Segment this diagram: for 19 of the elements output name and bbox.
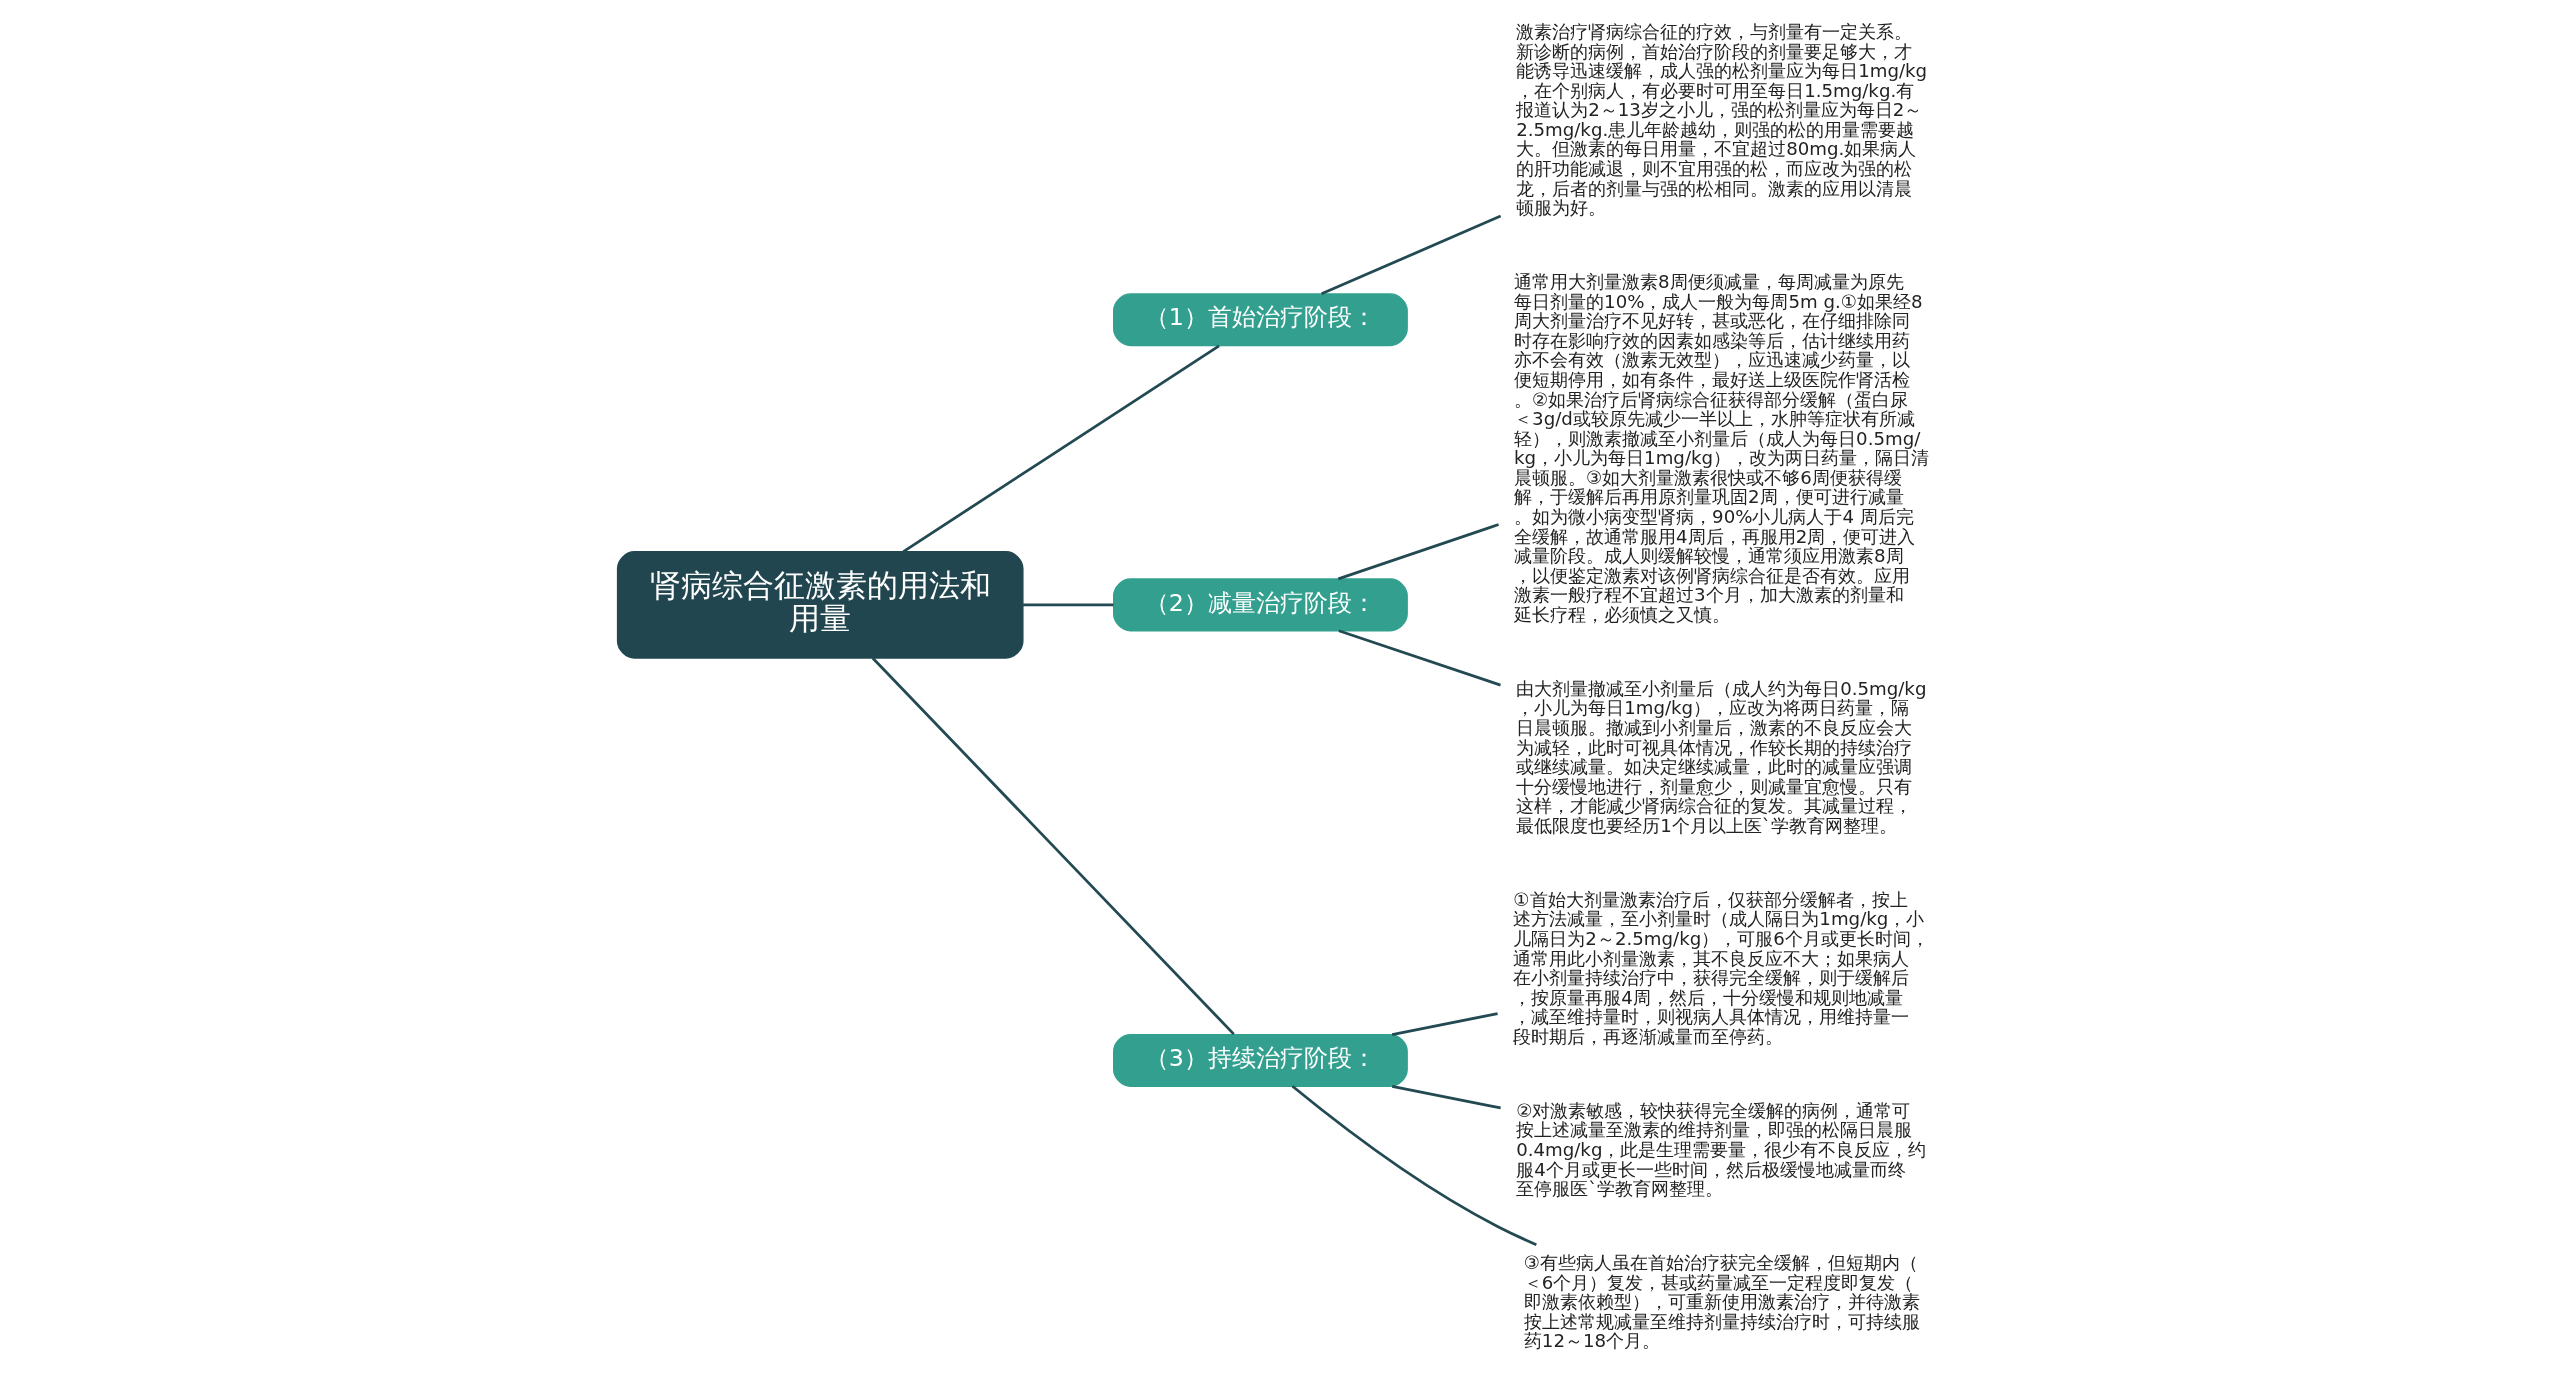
node-text: ②对激素敏感，较快获得完全缓解的病例，通常可按上述减量至激素的维持剂量，即强的松隔日晨服0.4mg/kg，此是生理需要量，很少有不良反应，约服4个月或更长一些时间，然后极缓慢地减量而终至停服医`学教育网整理。 — [1516, 1099, 1927, 1200]
connector — [1291, 1085, 1537, 1246]
node-text: ①首始大剂量激素治疗后，仅获部分缓解者，按上述方法减量，至小剂量时（成人隔日为1mg/kg，小儿隔日为2～2.5mg/kg），可服6个月或更长时间，通常用此小剂量激素，其不良反应不大；如果病人在小剂量持续治疗中，获得完全缓解，则于缓解后，按原量再服4周，然后，十分缓慢和规则地减量，减至维持量时，则视病人具体情况，用维持量一段时期后，再逐渐减量而至停药。 — [1513, 888, 1929, 1047]
connector — [1391, 1084, 1501, 1110]
connector — [1321, 214, 1502, 296]
connector — [1391, 1012, 1498, 1036]
connector — [902, 344, 1220, 553]
node-box: （1）首始治疗阶段： — [1113, 293, 1408, 347]
node-box: 肾病综合征激素的用法和用量 — [616, 551, 1024, 659]
node-text: 激素治疗肾病综合征的疗效，与剂量有一定关系。新诊断的病例，首始治疗阶段的剂量要足够大，才能诱导迅速缓解，成人强的松剂量应为每日1mg/kg，在个别病人，有必要时可用至每日1.5mg/kg.有报道认为2～13岁之小儿，强的松剂量应为每日2～2.5mg/kg.患儿年龄越幼，则强的松的用量需要越大。但激素的每日用量，不宜超过80mg.如果病人的肝功能减退，则不宜用强的松，而应改为强的松龙，后者的剂量与强的松相同。激素的应用以清晨顿服为好。 — [1516, 21, 1928, 219]
node-text: 通常用大剂量激素8周便须减量，每周减量为原先每日剂量的10%，成人一般为每周5m g.①如果经8周大剂量治疗不见好转，甚或恶化，在仔细排除同时存在影响疗效的因素如感染等后，估计继续用药亦不会有效（激素无效型），应迅速减少药量，以便短期停用，如有条件，最好送上级医院作肾活检。②如果治疗后肾病综合征获得部分缓解（蛋白尿＜3g/d或较原先减少一半以上，水肿等症状有所减轻），则激素撤减至小剂量后（成人为每日0.5mg/kg，小儿为每日1mg/kg），改为两日药量，隔日清晨顿服。③如大剂量激素很快或不够6周便获得缓解，于缓解后再用原剂量巩固2周，便可进行减量。如为微小病变型肾病，90%小儿病人于4 周后完全缓解，故通常服用4周后，再服用2周，便可进入减量阶段。成人则缓解较慢，通常须应用激素8周，以便鉴定激素对该例肾病综合征是否有效。应用激素一般疗程不宜超过3个月，加大激素的剂量和延长疗程，必须慎之又慎。 — [1514, 271, 1930, 625]
connector — [1337, 523, 1500, 581]
node-box: （2）减量治疗阶段： — [1113, 578, 1408, 632]
node-text: ③有些病人虽在首始治疗获完全缓解，但短期内（＜6个月）复发，甚或药量减至一定程度即复发（即激素依赖型），可重新使用激素治疗，并待激素按上述常规减量至维持剂量持续治疗时，可持续服药12～18个月。 — [1523, 1252, 1920, 1352]
connector — [1023, 603, 1114, 607]
node-box: （3）持续治疗阶段： — [1113, 1033, 1408, 1087]
node-text: 由大剂量撤减至小剂量后（成人约为每日0.5mg/kg ，小儿为每日1mg/kg），应改为将两日药量，隔日晨顿服。撤减到小剂量后，激素的不良反应会大为减轻，此时可视具体情况，作较长期的持续治疗或继续减量。如决定继续减量，此时的减量应强调十分缓慢地进行，剂量愈少，则减量宜愈慢。只有这样，才能减少肾病综合征的复发。其减量过程，最低限度也要经历1个月以上医`学教育网整理。 — [1516, 677, 1927, 836]
connector — [1338, 629, 1501, 687]
connector — [871, 657, 1235, 1036]
